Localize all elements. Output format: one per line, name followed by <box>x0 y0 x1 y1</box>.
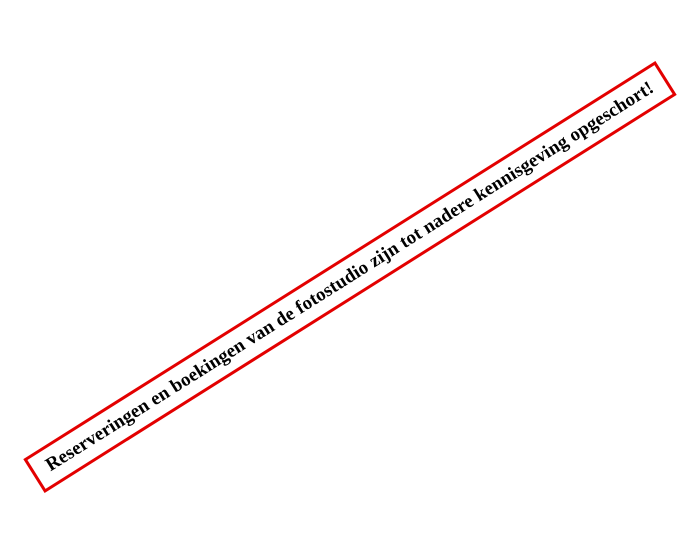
notice-text: Reserveringen en boekingen van de fotost… <box>41 77 658 476</box>
notice-banner: Reserveringen en boekingen van de fotost… <box>23 61 677 493</box>
